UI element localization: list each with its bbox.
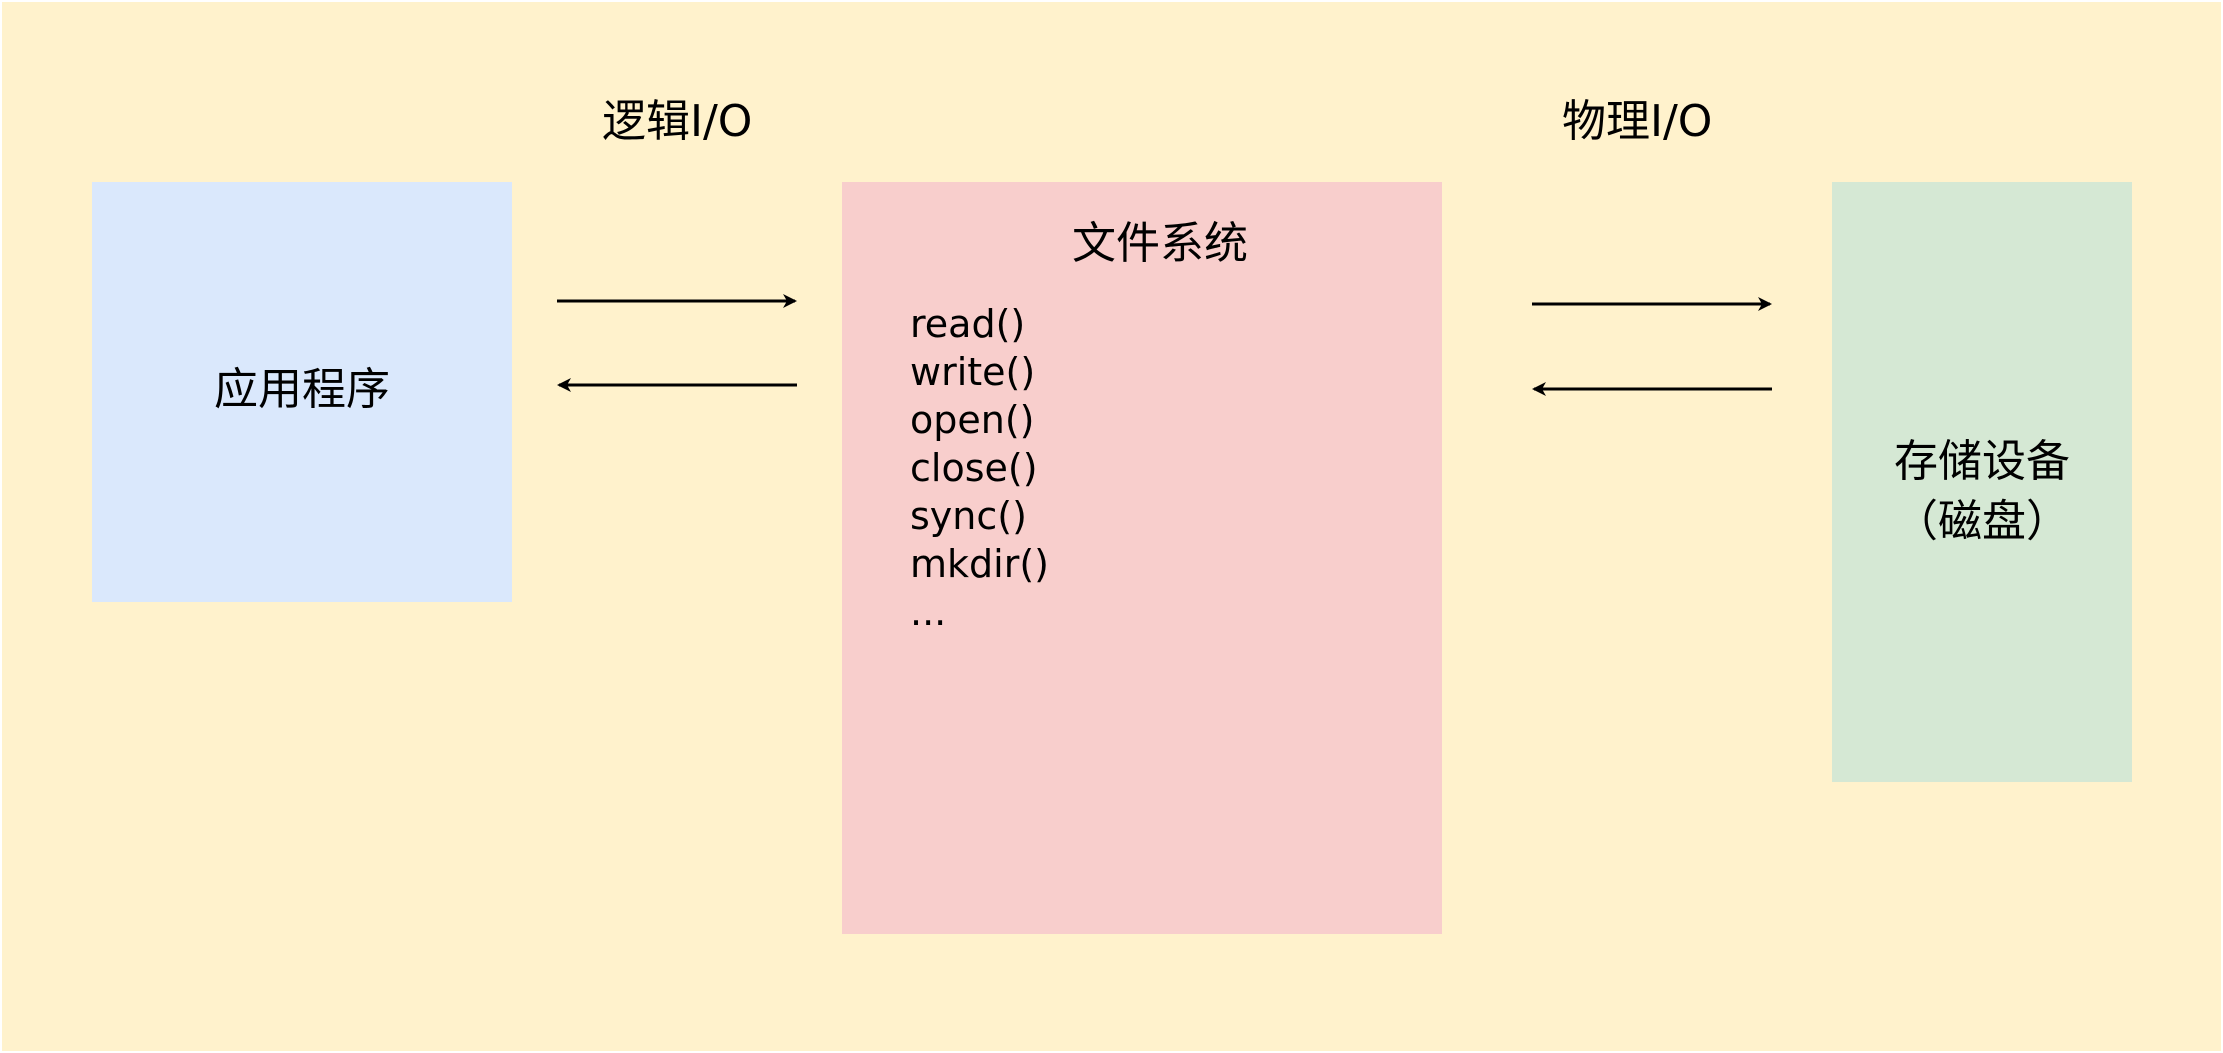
- file-system-box: 文件系统 read() write() open() close() sync(…: [842, 182, 1442, 934]
- file-system-call-close: close(): [910, 446, 1038, 490]
- storage-device-title: 存储设备 （磁盘）: [1832, 432, 2132, 552]
- application-title: 应用程序: [214, 364, 390, 415]
- file-system-call-write: write(): [910, 350, 1036, 394]
- storage-device-box: 存储设备 （磁盘）: [1832, 182, 2132, 782]
- logical-io-label: 逻辑I/O: [602, 96, 753, 147]
- file-system-call-mkdir: mkdir(): [910, 542, 1049, 586]
- storage-device-title-line2: （磁盘）: [1894, 496, 2070, 547]
- file-system-call-sync: sync(): [910, 494, 1027, 538]
- physical-io-label: 物理I/O: [1562, 96, 1713, 147]
- storage-device-title-line1: 存储设备: [1894, 436, 2070, 487]
- file-system-call-list: read() write() open() close() sync() mkd…: [910, 300, 1049, 636]
- file-system-call-open: open(): [910, 398, 1035, 442]
- file-system-call-ellipsis: ...: [910, 590, 947, 634]
- file-system-call-read: read(): [910, 302, 1026, 346]
- application-box: 应用程序: [92, 182, 512, 602]
- file-system-title: 文件系统: [1072, 218, 1248, 269]
